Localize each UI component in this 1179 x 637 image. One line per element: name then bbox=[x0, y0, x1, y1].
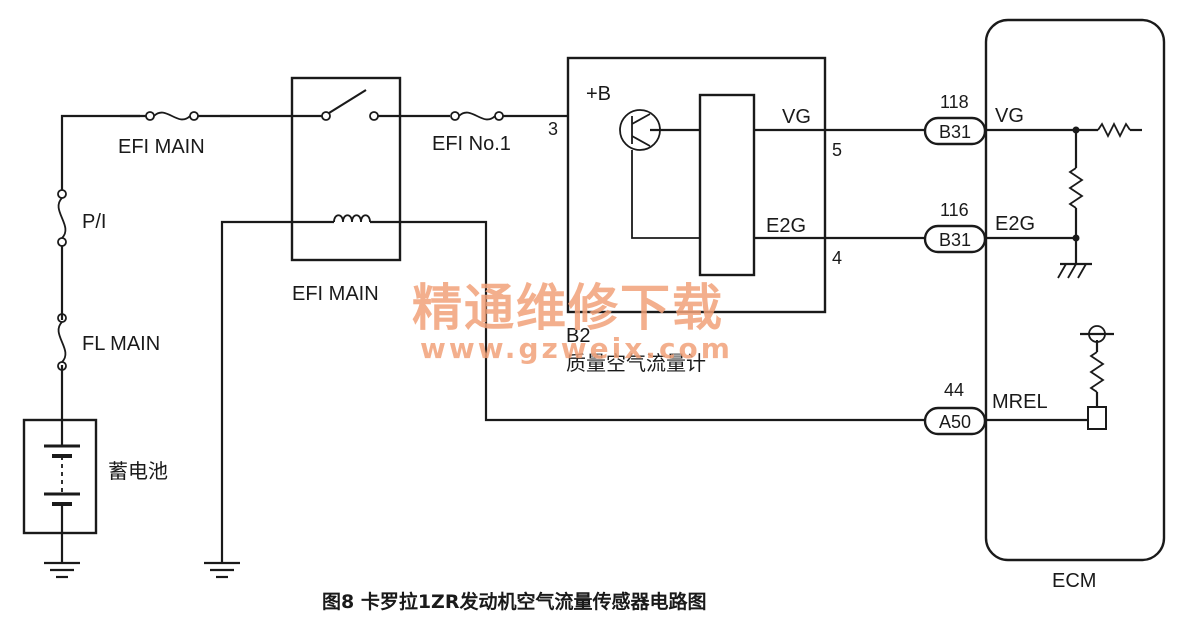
efi-main-fuse-label: EFI MAIN bbox=[118, 136, 205, 158]
ecm-signal-label: E2G bbox=[995, 213, 1035, 235]
connector-id: B31 bbox=[939, 122, 971, 142]
fl-main-fuse-label: FL MAIN bbox=[82, 333, 160, 355]
ecm-pin-number: 118 bbox=[940, 92, 969, 112]
watermark-url: www.gzweix.com bbox=[420, 332, 733, 365]
sensor-box bbox=[566, 56, 827, 314]
sensor-pin-5: 5 bbox=[832, 140, 842, 160]
relay-label: EFI MAIN bbox=[292, 283, 379, 305]
ecm: ECM bbox=[984, 18, 1166, 592]
driver-block bbox=[1087, 406, 1107, 430]
ecm-connector-vg: 118 B31 VG bbox=[923, 92, 1024, 146]
sensor-id-label: B2 bbox=[566, 325, 590, 347]
transistor-icon bbox=[619, 109, 700, 239]
connector-id: A50 bbox=[939, 412, 971, 432]
ecm-pin-number: 116 bbox=[940, 200, 969, 220]
sensor-pin-3: 3 bbox=[548, 119, 558, 139]
ecm-internal-circuit bbox=[985, 121, 1142, 430]
ecm-signal-label: VG bbox=[995, 105, 1024, 127]
pi-fuse: P/I bbox=[57, 189, 106, 247]
sensor-plus-b-label: +B bbox=[586, 83, 611, 105]
sensor-name-label: 质量空气流量计 bbox=[566, 351, 706, 375]
resistor-icon bbox=[1068, 167, 1084, 209]
resistor-icon bbox=[1097, 121, 1131, 139]
battery-label: 蓄电池 bbox=[108, 459, 168, 483]
resistor-icon bbox=[1089, 351, 1105, 393]
fl-main-fuse: FL MAIN bbox=[57, 313, 160, 371]
watermark: 精通维修下载 www.gzweix.com bbox=[412, 279, 733, 365]
relay-ground-wire bbox=[220, 220, 292, 563]
battery-box bbox=[22, 418, 98, 535]
power-supply-icon bbox=[1080, 325, 1114, 343]
chassis-ground-icon bbox=[1057, 262, 1092, 279]
ecm-label: ECM bbox=[1052, 570, 1096, 592]
efi-main-relay: EFI MAIN bbox=[290, 76, 402, 305]
watermark-title: 精通维修下载 bbox=[412, 279, 724, 337]
ecm-signal-label: MREL bbox=[992, 391, 1048, 413]
ecm-pin-number: 44 bbox=[944, 380, 964, 400]
pi-fuse-label: P/I bbox=[82, 211, 106, 233]
figure-caption: 图8 卡罗拉1ZR发动机空气流量传感器电路图 bbox=[322, 590, 706, 613]
mrel-wire bbox=[400, 220, 925, 422]
battery-ground-icon bbox=[44, 561, 80, 579]
ecm-connector-mrel: 44 A50 MREL bbox=[923, 380, 1048, 436]
mass-air-flow-sensor: +B 3 VG 5 E2G 4 B2 质量空气流量计 bbox=[548, 56, 842, 375]
efi-no1-fuse-label: EFI No.1 bbox=[432, 133, 511, 155]
sensor-e2g-label: E2G bbox=[766, 215, 806, 237]
relay-box bbox=[290, 76, 402, 262]
sensor-vg-label: VG bbox=[782, 106, 811, 128]
efi-main-fuse: EFI MAIN bbox=[118, 106, 230, 158]
connector-id: B31 bbox=[939, 230, 971, 250]
ecm-box bbox=[984, 18, 1166, 562]
battery: 蓄电池 bbox=[22, 418, 168, 535]
relay-ground-icon bbox=[204, 561, 240, 579]
sensor-element bbox=[698, 93, 756, 277]
sensor-pin-4: 4 bbox=[832, 248, 842, 268]
